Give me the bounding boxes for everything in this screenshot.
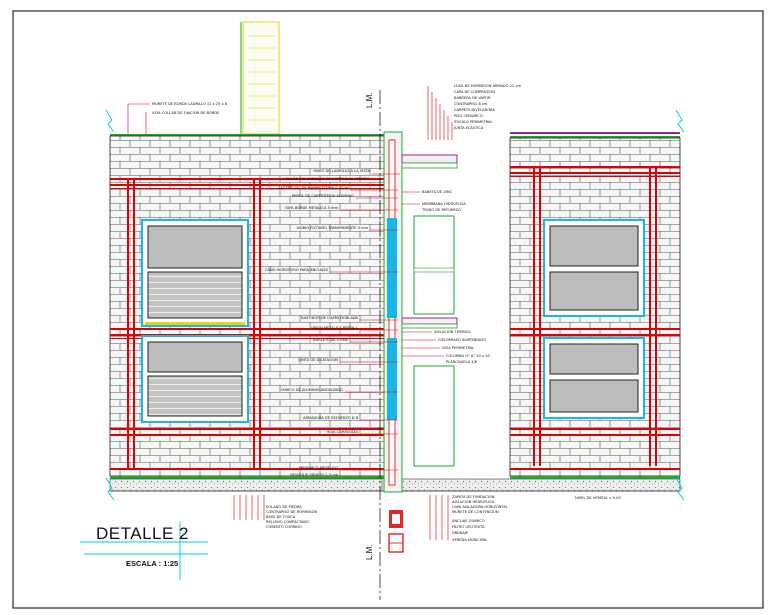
note-left-14: MARCO DE ALUMINIO ANODIZADO (281, 388, 343, 392)
parapet-column (242, 21, 280, 135)
note-right-13: CIELORRASO SUSPENDIDO (438, 338, 486, 342)
note-left-8: VIDRIO FLOTADO TRANSPARENTE 4 mm (296, 226, 368, 230)
leader-lines (127, 86, 453, 540)
note-bottom-5: CIMIENTO CORRIDO (266, 525, 302, 529)
axis-label-top: L.M. (365, 92, 374, 108)
note-left-4: VIGA DE ENCADENADO DE HORMIGON ARMADO (283, 177, 370, 181)
note-bottom-9: MURETE DE CONTENCION (452, 510, 499, 514)
axis-label-bottom: L.M. (365, 544, 374, 560)
title-block: DETALLE 2 ESCALA : 1:25 (80, 522, 208, 580)
note-bottom-4: RELLENO COMPACTADO (266, 520, 309, 524)
drawing-title: DETALLE 2 (96, 524, 189, 543)
note-right-9: BABETA DE ZINC (422, 190, 453, 194)
note-right-6: PISO CERAMICO (454, 114, 483, 118)
note-right-5: CARPETA NIVELADORA (454, 108, 495, 112)
note-bottom-2: CONTRAPISO DE HORMIGON (266, 510, 317, 514)
note-left-11: UNION METALICA PERFIL L (311, 326, 358, 330)
note-right-8: JUNTA ELASTICA (453, 126, 484, 130)
note-right-17: ANCLAJE QUIMICO (452, 519, 485, 523)
note-right-2: CAPA DE COMPRESION (454, 90, 495, 94)
note-left-10: BASTIDOR DE CHAPA DOBLADA (301, 316, 358, 320)
note-bottom-8: CAPA AISLADORA HORIZONTAL (452, 505, 508, 509)
note-left-17: PREMARCO METALICO (299, 466, 339, 470)
note-bottom-1: SOLADO DE PIEDRA (266, 505, 302, 509)
note-left-16: HOJA CORREDIZA (327, 430, 359, 434)
note-right-1: LOSA DE HORMIGON ARMADO 12 cm (454, 84, 521, 88)
note-right-4: CONTRAPISO 8 cm (454, 102, 488, 106)
note-left-2: VIGA COLLAR DE FIJACION DE BORDE (152, 111, 220, 115)
level-note: NIVEL DE VEREDA ± 0.00 (575, 496, 621, 500)
note-right-7: ZOCALO PERIMETRAL (454, 120, 492, 124)
ground-strip-left (109, 478, 383, 492)
note-left-1: MURETE DE BORDE LADRILLO 12 x 25 x 8 (152, 102, 228, 106)
drawing-scale: ESCALA : 1:25 (126, 559, 178, 568)
note-bottom-3: BASE DE TOSCA (266, 515, 296, 519)
note-left-9: CAÑO HIDROFUGO PARA ANCLAJES (265, 267, 329, 272)
note-right-14: VIGA PERIMETRAL (442, 346, 474, 350)
note-bottom-6: ZAPATA DE FUNDACION (452, 495, 495, 499)
note-right-15: COLUMNA H° A° 20 x 20 (446, 354, 490, 358)
note-left-3: MURO DE LADRILLO A LA VISTA (313, 169, 370, 173)
note-left-5: ANTEPECHO DE MAMPOSTERIA 0.90 m (278, 186, 348, 190)
note-right-19: DRENAJE (452, 531, 469, 535)
note-bottom-10: VEREDA MUNICIPAL (452, 538, 487, 542)
note-left-12: BURLETE DE GOMA (313, 338, 348, 342)
right-facade (509, 132, 681, 479)
note-left-6: PERFIL DE CARPINTERIA ALUMINIO (292, 194, 354, 198)
note-right-11: TEJIDO DE REFUERZO (421, 208, 461, 212)
note-right-10: MEMBRANA HIDROFUGA (422, 202, 466, 206)
note-right-3: BARRERA DE VAPOR (454, 96, 491, 100)
note-right-16: PLANCHUELA 1/8 (446, 360, 478, 364)
note-left-15: ARMADURA DE REFUERZO Ø 8 (303, 415, 359, 420)
note-left-13: JUNTA DE DILATACION (297, 358, 338, 362)
wall-section (383, 131, 458, 553)
left-facade (109, 21, 386, 479)
note-left-18: REVOQUE GRUESO 1.5 cm (290, 473, 338, 477)
note-left-7: TAPA BORDE METALICA 5 mm (284, 206, 339, 210)
sheet-border (12, 10, 764, 609)
note-right-12: AISLACION TERMICA (434, 330, 471, 334)
note-bottom-7: AISLACION HIDROFUGA (452, 500, 495, 504)
note-right-18: FILTRO GEOTEXTIL (452, 525, 485, 529)
ground-strip-right (394, 478, 681, 492)
